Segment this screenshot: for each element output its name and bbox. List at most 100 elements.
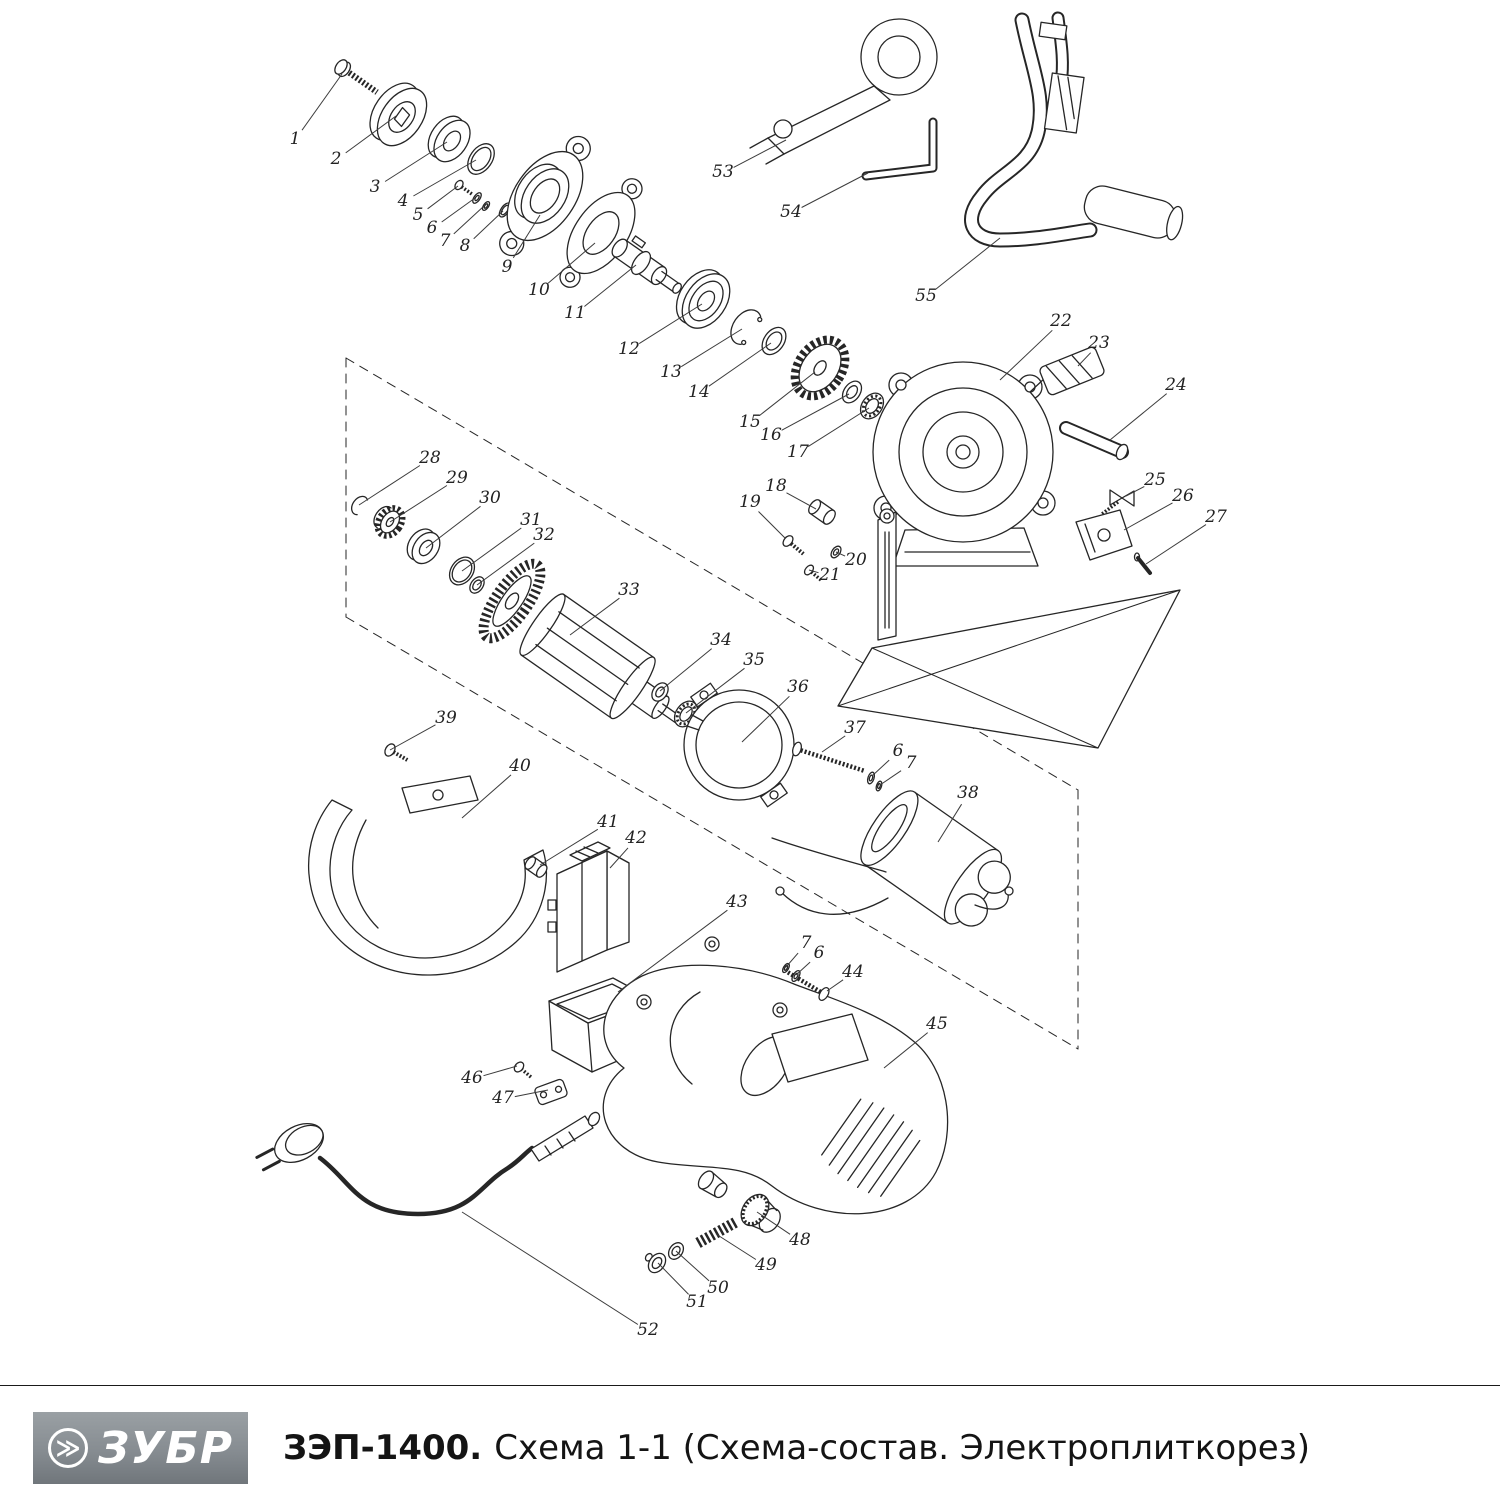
part-12-bearing bbox=[675, 269, 731, 329]
leader-line bbox=[584, 264, 637, 307]
leader-line bbox=[1077, 352, 1092, 367]
part-30-bearing bbox=[406, 528, 441, 565]
leader-line bbox=[461, 774, 512, 819]
part-24-handle-rod bbox=[1059, 421, 1129, 461]
part-13-circlip bbox=[730, 309, 763, 346]
part-9-bearing-plate bbox=[499, 135, 591, 257]
leader-line bbox=[781, 393, 850, 431]
leader-line bbox=[617, 909, 728, 993]
part-14-washer bbox=[761, 326, 787, 356]
part-11-spindle bbox=[611, 235, 682, 294]
leader-line bbox=[758, 511, 786, 539]
schema-subtitle: Схема 1-1 (Схема-состав. Электроплиткоре… bbox=[494, 1428, 1311, 1468]
brand-name: ЗУБР bbox=[98, 1422, 233, 1474]
part-27-pin bbox=[1133, 552, 1152, 575]
part-18-sleeve bbox=[808, 499, 836, 525]
leader-line bbox=[441, 197, 476, 223]
exploded-parts-drawing bbox=[255, 11, 1184, 1274]
leader-line bbox=[826, 979, 844, 992]
leader-line bbox=[547, 242, 596, 284]
part-51-cap bbox=[644, 1252, 667, 1274]
leader-line bbox=[345, 115, 397, 154]
part-45-motor-housing bbox=[602, 936, 949, 1215]
leader-line bbox=[1125, 486, 1145, 497]
stand-base bbox=[837, 508, 1181, 749]
leader-line bbox=[1109, 393, 1168, 441]
leader-line bbox=[821, 735, 846, 753]
part-52-power-cord bbox=[255, 1111, 601, 1217]
part-23-clamp bbox=[1039, 346, 1105, 396]
part-49-spring bbox=[695, 1217, 739, 1248]
leader-line bbox=[741, 695, 790, 743]
part-4-ring bbox=[467, 143, 495, 175]
part-28-circlip bbox=[351, 495, 369, 516]
leader-line bbox=[453, 205, 485, 235]
leader-line bbox=[759, 371, 816, 416]
leader-line bbox=[835, 551, 846, 557]
footer: ≫ ЗУБР ЗЭП-1400. Схема 1-1 (Схема-состав… bbox=[0, 1385, 1500, 1500]
leader-line bbox=[733, 139, 787, 168]
leader-line bbox=[413, 159, 477, 197]
zubr-brand-logo: ≫ ЗУБР bbox=[33, 1412, 248, 1484]
leader-line bbox=[461, 527, 522, 572]
part-54-hex-key bbox=[861, 117, 938, 181]
leader-line bbox=[425, 505, 481, 549]
leader-line bbox=[301, 73, 343, 131]
part-29-pinion bbox=[373, 505, 406, 539]
part-38-stator bbox=[771, 790, 1014, 927]
part-26-bracket bbox=[1075, 509, 1133, 561]
leader-line bbox=[879, 770, 902, 786]
leader-line bbox=[461, 1211, 639, 1325]
footer-divider bbox=[0, 1385, 1500, 1386]
leader-line bbox=[659, 648, 713, 692]
schema-title: ЗЭП-1400. Схема 1-1 (Схема-состав. Элект… bbox=[283, 1412, 1310, 1484]
leader-line bbox=[476, 542, 535, 586]
leader-line bbox=[657, 1262, 689, 1295]
leader-line bbox=[786, 492, 817, 510]
leader-line bbox=[539, 828, 599, 866]
leader-line bbox=[358, 465, 421, 506]
part-41-bushing bbox=[524, 856, 548, 878]
part-40-blade-guard bbox=[308, 775, 547, 976]
zubr-arrows-icon: ≫ bbox=[48, 1428, 89, 1468]
leader-line bbox=[680, 328, 743, 368]
leader-line bbox=[785, 952, 799, 968]
leader-line bbox=[999, 329, 1053, 381]
leader-line bbox=[795, 961, 811, 976]
part-1-bolt bbox=[334, 59, 379, 95]
leader-line bbox=[514, 1089, 549, 1098]
leader-line bbox=[473, 210, 504, 240]
model-number: ЗЭП-1400. bbox=[283, 1428, 483, 1468]
part-6-washer bbox=[472, 192, 482, 204]
part-7b-washer bbox=[875, 780, 883, 792]
part-55-side-handle bbox=[964, 11, 1184, 248]
part-22-gear-housing bbox=[872, 361, 1063, 567]
leader-line bbox=[801, 172, 869, 208]
leader-line bbox=[483, 1065, 518, 1077]
leader-line bbox=[715, 1233, 757, 1260]
part-46-screw bbox=[513, 1061, 533, 1079]
part-47-cord-clamp bbox=[534, 1078, 568, 1106]
leader-line bbox=[756, 1211, 791, 1235]
leader-line bbox=[389, 724, 436, 751]
part-7-washer bbox=[481, 201, 491, 211]
leader-line bbox=[569, 597, 620, 636]
leader-line bbox=[609, 847, 629, 869]
part-16-washer bbox=[841, 380, 863, 404]
leader-lines-layer bbox=[301, 73, 1207, 1325]
leader-line bbox=[685, 667, 745, 714]
leader-line bbox=[808, 569, 819, 574]
part-19-screw bbox=[782, 535, 805, 556]
leader-line bbox=[1145, 524, 1207, 565]
leader-line bbox=[883, 1032, 929, 1069]
leader-line bbox=[937, 803, 963, 843]
leader-line bbox=[512, 214, 541, 259]
leader-line bbox=[638, 303, 703, 345]
leader-line bbox=[935, 237, 1001, 290]
part-3-inner-flange bbox=[427, 115, 471, 163]
part-37-long-bolt bbox=[791, 741, 865, 773]
part-33-armature bbox=[478, 558, 686, 727]
leader-line bbox=[427, 185, 459, 210]
part-17-bearing bbox=[859, 392, 885, 420]
